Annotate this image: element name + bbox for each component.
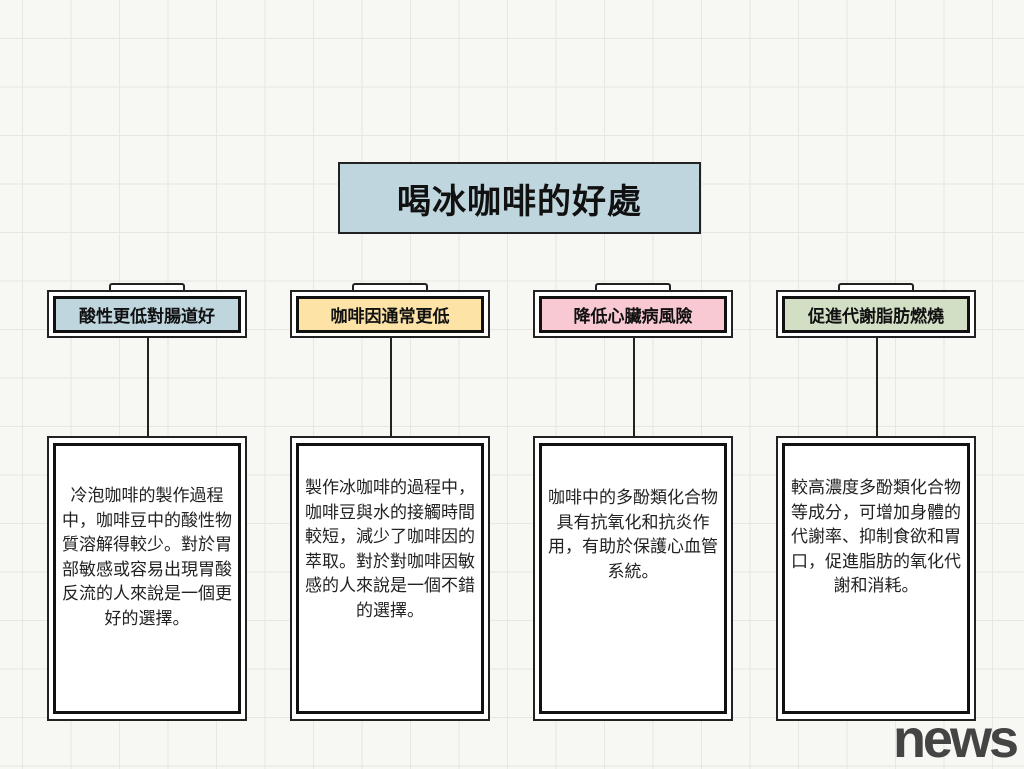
body-text: 製作冰咖啡的過程中，咖啡豆與水的接觸時間較短，減少了咖啡因的萃取。對於對咖啡因敏… — [296, 443, 484, 714]
heading-tab — [109, 283, 185, 292]
body-text: 較高濃度多酚類化合物等成分，可增加身體的代謝率、抑制食欲和胃口，促進脂肪的氧化代… — [782, 443, 970, 714]
body-text: 冷泡咖啡的製作過程中，咖啡豆中的酸性物質溶解得較少。對於胃部敏感或容易出現胃酸反… — [53, 443, 241, 714]
connector-line — [633, 338, 635, 436]
connector-line — [390, 338, 392, 436]
diagram-title: 喝冰咖啡的好處 — [338, 162, 701, 234]
connector-line — [876, 338, 878, 436]
connector-line — [147, 338, 149, 436]
heading-box: 咖啡因通常更低 — [296, 296, 484, 333]
body-text: 咖啡中的多酚類化合物具有抗氧化和抗炎作用，有助於保護心血管系統。 — [539, 443, 727, 714]
heading-tab — [352, 283, 428, 292]
news-logo: news — [892, 709, 1019, 769]
heading-tab — [838, 283, 914, 292]
heading-tab — [595, 283, 671, 292]
heading-box: 降低心臟病風險 — [539, 296, 727, 333]
heading-box: 促進代謝脂肪燃燒 — [782, 296, 970, 333]
heading-box: 酸性更低對腸道好 — [53, 296, 241, 333]
